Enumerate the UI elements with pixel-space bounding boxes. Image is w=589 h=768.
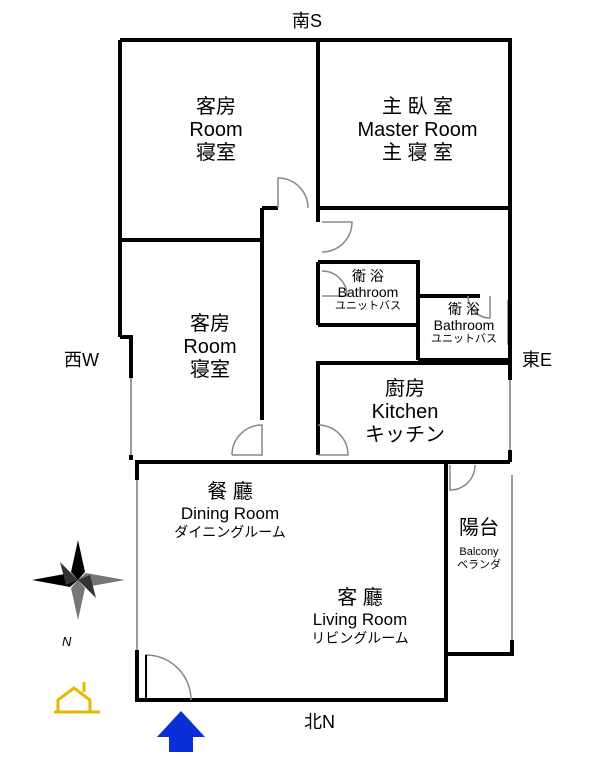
room-ja: ベランダ bbox=[457, 558, 501, 571]
direction-north: 北N bbox=[304, 712, 335, 732]
direction-west: 西W bbox=[64, 350, 99, 370]
room-zh: 客房 bbox=[190, 313, 230, 335]
room-ja: ユニットバス bbox=[335, 300, 401, 313]
room-ja: 寝室 bbox=[196, 142, 236, 165]
room-ja: キッチン bbox=[365, 424, 445, 447]
room-en: Kitchen bbox=[371, 401, 439, 424]
room-en: Room bbox=[183, 336, 237, 359]
compass-north-label: N bbox=[62, 634, 72, 649]
room-bathroom-1: 衛 浴 Bathroom ユニットバス bbox=[321, 268, 415, 313]
room-en: Bathroom bbox=[433, 317, 495, 334]
room-zh: 衛 浴 bbox=[352, 268, 384, 284]
room-zh: 陽台 bbox=[459, 517, 499, 539]
room-guest-2: 客房 Room 寝室 bbox=[160, 313, 260, 383]
room-master: 主 臥 室 Master Room 主 寝 室 bbox=[330, 96, 505, 166]
parking-icon bbox=[54, 682, 100, 714]
entrance-arrow-icon bbox=[157, 711, 205, 752]
room-ja: ユニットバス bbox=[431, 333, 497, 346]
room-living: 客 廳 Living Room リビングルーム bbox=[280, 587, 440, 646]
room-kitchen: 廚房 Kitchen キッチン bbox=[345, 378, 465, 448]
room-zh: 主 臥 室 bbox=[381, 96, 454, 118]
room-balcony: 陽台 Balcony ベランダ bbox=[449, 517, 509, 572]
room-ja: 主 寝 室 bbox=[381, 142, 454, 165]
room-en: Living Room bbox=[312, 610, 408, 630]
room-en: Bathroom bbox=[337, 284, 399, 301]
compass-rose-icon bbox=[32, 540, 125, 620]
room-dining: 餐 廳 Dining Room ダイニングルーム bbox=[150, 481, 310, 540]
room-zh: 客 廳 bbox=[337, 587, 383, 609]
room-ja: ダイニングルーム bbox=[174, 523, 286, 540]
room-en: Room bbox=[189, 119, 243, 142]
direction-south: 南S bbox=[292, 11, 323, 31]
room-en: Master Room bbox=[357, 119, 478, 142]
room-en: Balcony bbox=[459, 546, 499, 559]
room-zh: 衛 浴 bbox=[448, 301, 480, 317]
room-zh: 客房 bbox=[196, 96, 236, 118]
room-en: Dining Room bbox=[180, 504, 280, 524]
room-zh: 廚房 bbox=[385, 378, 425, 400]
room-ja: リビングルーム bbox=[311, 629, 409, 646]
direction-east: 東E bbox=[522, 350, 553, 370]
doors bbox=[145, 177, 491, 701]
room-bathroom-2: 衛 浴 Bathroom ユニットバス bbox=[420, 301, 508, 346]
room-guest-1: 客房 Room 寝室 bbox=[170, 96, 262, 166]
room-ja: 寝室 bbox=[190, 359, 230, 382]
room-zh: 餐 廳 bbox=[207, 481, 253, 503]
